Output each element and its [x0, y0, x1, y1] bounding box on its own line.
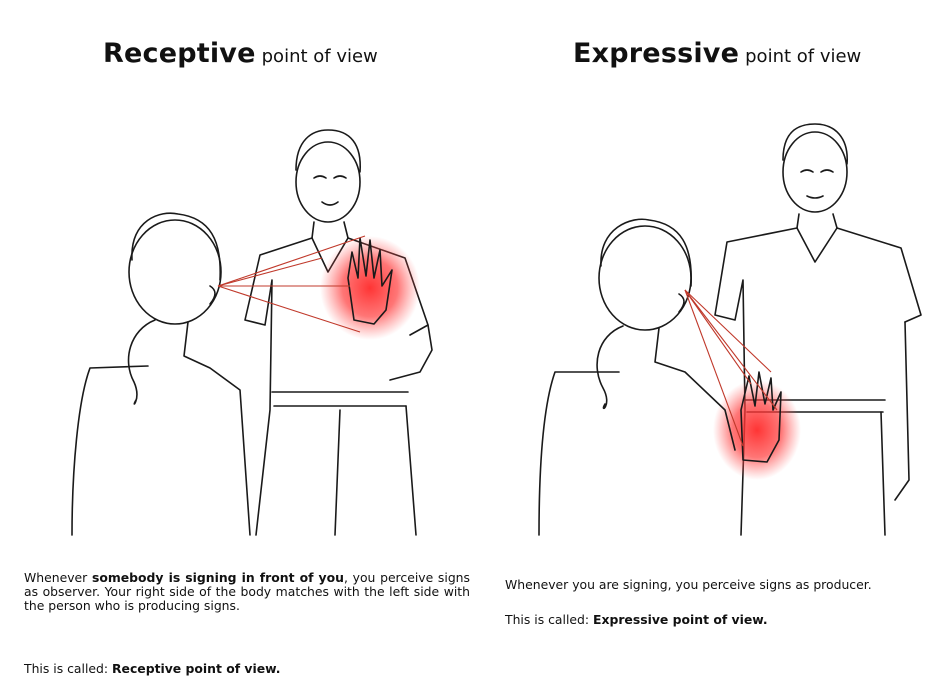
receptive-title: Receptive: [103, 38, 256, 69]
receptive-called-prefix: This is called:: [24, 661, 112, 676]
signer-figure: [245, 130, 432, 535]
expressive-called-prefix: This is called:: [505, 612, 593, 627]
receptive-description: Whenever somebody is signing in front of…: [24, 571, 470, 613]
receptive-title-suffix: point of view: [262, 46, 378, 67]
expressive-called-term: Expressive point of view.: [593, 612, 768, 627]
expressive-called: This is called: Expressive point of view…: [505, 612, 768, 627]
receptive-called-term: Receptive point of view.: [112, 661, 281, 676]
receptive-illustration: [60, 110, 440, 540]
receptive-desc-prefix: Whenever: [24, 570, 92, 585]
expressive-heading: Expressive point of view: [573, 38, 861, 69]
signer-behind-figure: [539, 219, 735, 535]
receptive-heading: Receptive point of view: [103, 38, 378, 69]
expressive-description: Whenever you are signing, you perceive s…: [505, 578, 941, 592]
expressive-illustration: [535, 110, 935, 540]
observer-figure: [72, 213, 250, 535]
expressive-title: Expressive: [573, 38, 739, 69]
expressive-title-suffix: point of view: [745, 46, 861, 67]
expressive-panel: Expressive point of view: [470, 0, 941, 684]
receptive-called: This is called: Receptive point of view.: [24, 661, 281, 676]
receptive-desc-emphasis: somebody is signing in front of you: [92, 570, 344, 585]
receptive-panel: Receptive point of view: [0, 0, 470, 684]
